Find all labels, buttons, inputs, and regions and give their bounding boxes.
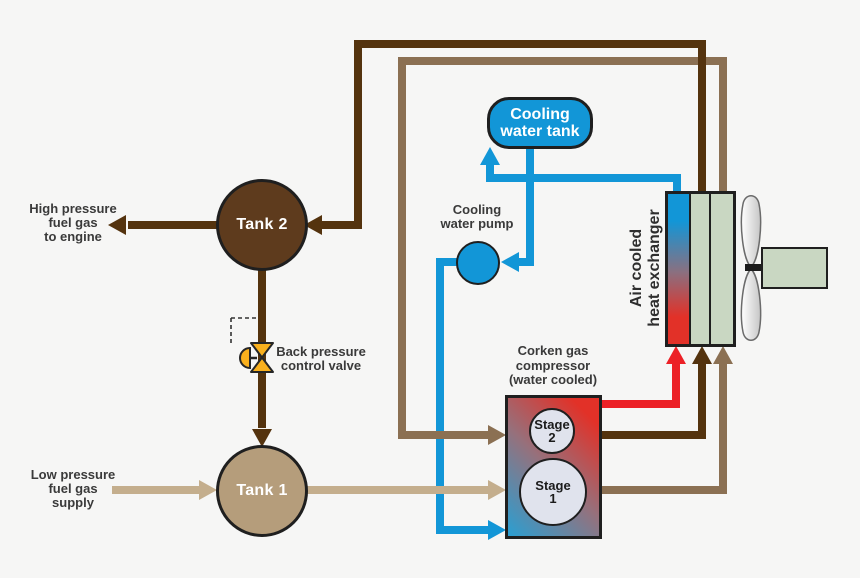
arrow-supply-into-tank1 — [199, 480, 217, 500]
compressor-label: Corken gas compressor (water cooled) — [508, 343, 598, 387]
pipe-hp-left-v — [354, 40, 362, 229]
stage2-label: Stage 2 — [534, 417, 570, 445]
hx-gas-column-2 — [709, 194, 733, 344]
pipe-intercooler-top-h — [398, 57, 727, 65]
tank2-label: Tank 2 — [236, 216, 288, 233]
high-pressure-label: High pressure fuel gas to engine — [29, 201, 117, 244]
cooling-water-tank: Cooling water tank — [487, 97, 593, 149]
arrow-to-engine — [108, 215, 126, 235]
pipe-hp-into-tank2-h — [322, 221, 358, 229]
tank1: Tank 1 — [216, 445, 308, 537]
pipe-coolwater-tank-to-pump-h — [518, 258, 534, 266]
hx-gas-column-1 — [688, 194, 710, 344]
pipe-tank2-to-engine — [128, 221, 218, 229]
arrow-hotwater-into-hx — [666, 346, 686, 364]
arrow-into-cooling-tank — [480, 147, 500, 165]
arrow-into-stage2 — [488, 425, 506, 445]
pipe-pump-to-compressor-v — [436, 258, 444, 534]
pipe-tank1-to-compressor — [305, 486, 488, 494]
air-cooled-heat-exchanger — [665, 191, 736, 347]
pipe-hotwater-v — [672, 362, 680, 408]
cooling-water-tank-label: Cooling water tank — [500, 106, 580, 140]
back-pressure-valve-label: Back pressure control valve — [276, 344, 366, 373]
arrow-coolwater-into-compressor — [488, 520, 506, 540]
pipe-intercooler-into-comp-h — [398, 431, 488, 439]
cooling-water-pump-label: Cooling water pump — [440, 202, 514, 231]
stage1-label: Stage 1 — [535, 478, 571, 506]
arrow-stage2-into-hx — [692, 346, 712, 364]
arrow-gas-into-stage1 — [488, 480, 506, 500]
pipe-stage2-out-v — [698, 362, 706, 439]
pipe-pump-out-h — [436, 258, 460, 266]
pipe-stage1-out-v — [719, 362, 727, 494]
tank2: Tank 2 — [216, 179, 308, 271]
pipe-hp-top-h — [354, 40, 706, 48]
pipe-hx-to-tank-h — [486, 174, 681, 182]
arrow-into-pump — [501, 252, 519, 272]
hx-water-column — [668, 194, 689, 344]
pipe-supply-shaft — [112, 486, 200, 494]
cooling-water-pump — [456, 241, 500, 285]
pipe-coolwater-tank-to-pump-v — [526, 146, 534, 266]
pipe-stage1-out-h — [599, 486, 727, 494]
pipe-hx-col2-top-v — [698, 40, 706, 193]
pipe-pump-to-compressor-h — [436, 526, 488, 534]
back-pressure-valve-icon — [230, 317, 274, 373]
pipe-hx-to-tank-v-right — [673, 174, 681, 194]
pipe-hx-col3-top-v — [719, 57, 727, 193]
arrow-stage1-into-hx — [713, 346, 733, 364]
arrow-into-tank1-top — [252, 429, 272, 447]
tank1-label: Tank 1 — [236, 482, 288, 499]
compressor-stage2: Stage 2 — [529, 408, 575, 454]
fan-icon — [740, 195, 762, 341]
arrow-into-tank2 — [304, 215, 322, 235]
low-pressure-label: Low pressure fuel gas supply — [30, 467, 116, 510]
heat-exchanger-label: Air cooled heat exchanger — [628, 209, 663, 327]
pipe-hx-to-tank-v-left — [486, 164, 494, 178]
fan-motor — [761, 247, 828, 289]
pipe-stage2-out-h — [599, 431, 706, 439]
compressor-stage1: Stage 1 — [519, 458, 587, 526]
pipe-hotwater-h — [599, 400, 680, 408]
pipe-intercooler-left-v — [398, 57, 406, 439]
fan-shaft — [745, 264, 765, 271]
